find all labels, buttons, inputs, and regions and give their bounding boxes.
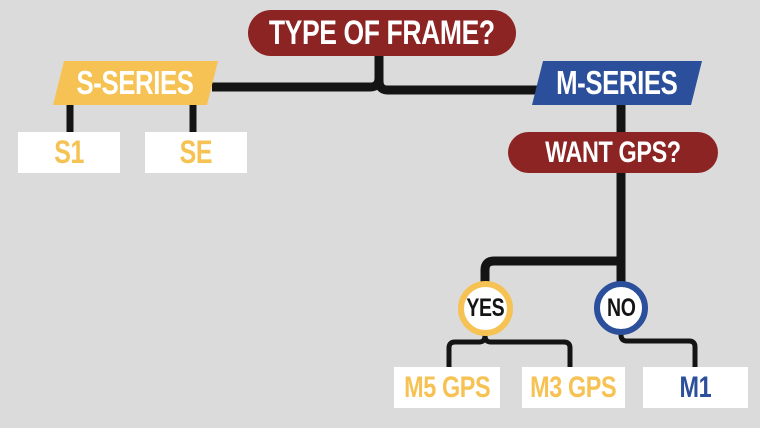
node-yes: YES — [458, 281, 513, 336]
edge-no-to-m1 — [618, 328, 698, 371]
node-m1-label: M1 — [679, 370, 712, 404]
node-s1: S1 — [18, 132, 120, 173]
node-want-gps: WANT GPS? — [508, 132, 718, 173]
node-m3-gps: M3 GPS — [522, 367, 625, 408]
edge-root-to-m-series — [374, 50, 540, 95]
node-no-label: NO — [606, 293, 636, 322]
node-se-label: SE — [179, 134, 213, 170]
node-m-series: M-SERIES — [532, 61, 702, 105]
node-s-series: S-SERIES — [53, 61, 218, 105]
edge-want-gps-to-yes — [480, 256, 621, 284]
node-want-gps-label: WANT GPS? — [545, 135, 681, 169]
node-m-series-label: M-SERIES — [556, 64, 678, 101]
node-se: SE — [145, 132, 247, 173]
node-yes-label: YES — [466, 294, 505, 322]
node-no: NO — [594, 281, 648, 335]
node-s1-label: S1 — [54, 134, 84, 170]
node-m5-gps-label: M5 GPS — [403, 370, 491, 404]
node-m3-gps-label: M3 GPS — [530, 370, 617, 404]
node-m1: M1 — [643, 367, 748, 408]
node-type-of-frame-label: TYPE OF FRAME? — [269, 13, 495, 52]
node-type-of-frame: TYPE OF FRAME? — [248, 10, 516, 56]
node-m5-gps: M5 GPS — [394, 367, 500, 408]
edge-yes-to-m5-gps — [446, 330, 488, 371]
edge-yes-to-m3-gps — [482, 330, 573, 371]
node-s-series-label: S-SERIES — [76, 64, 195, 101]
